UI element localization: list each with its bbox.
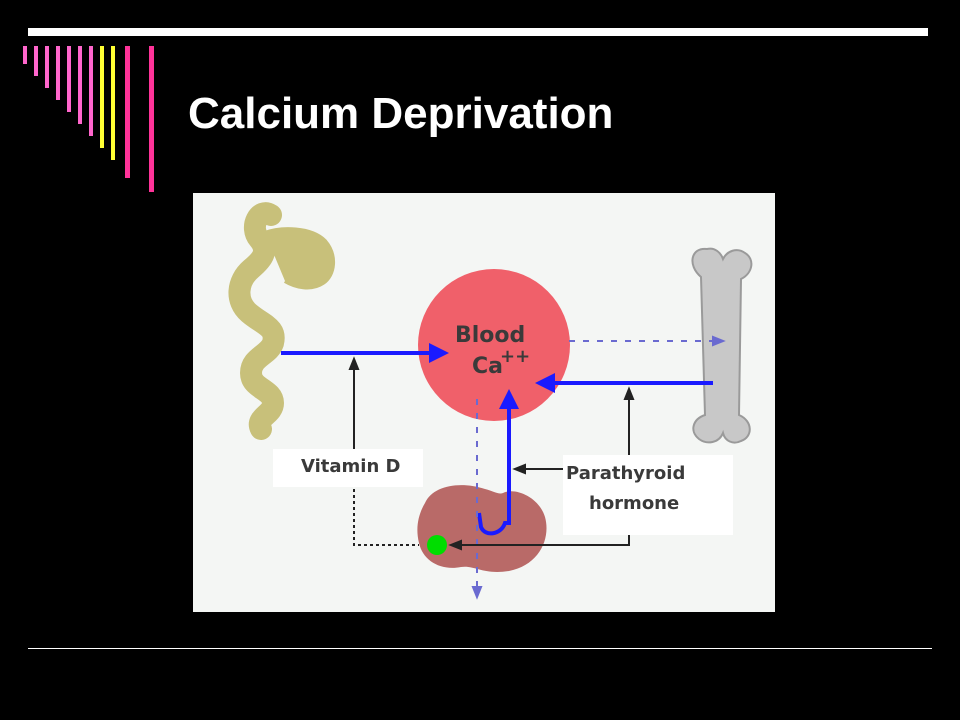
blood-circle: Blood Ca ++ (418, 269, 570, 421)
dashed-flow-arrows (471, 335, 726, 600)
stripe (89, 46, 93, 136)
pth-label-line1: Parathyroid (566, 463, 685, 484)
slide-title: Calcium Deprivation (188, 89, 614, 138)
stripe (149, 46, 154, 192)
stripe (78, 46, 82, 124)
pth-label-box (563, 455, 733, 535)
kidney-activation-dot (427, 535, 447, 555)
pth-label-line2: hormone (589, 493, 679, 514)
calcium-charge-label: ++ (500, 346, 530, 367)
stripe (67, 46, 71, 112)
stripe (56, 46, 60, 100)
calcium-regulation-diagram: Blood Ca ++ Vita (193, 193, 775, 612)
bone-icon (691, 247, 753, 444)
bottom-rule (28, 648, 932, 649)
stripe (23, 46, 27, 64)
stripe (34, 46, 38, 76)
intestine-icon (228, 202, 335, 440)
top-rule (28, 28, 928, 36)
stripe (111, 46, 115, 160)
kidney-reabsorption-arrow (477, 389, 519, 536)
blood-label: Blood (455, 323, 525, 348)
stripe (100, 46, 104, 148)
decorative-stripes (23, 46, 154, 192)
calcium-flow-arrows (281, 343, 713, 536)
vitamin-d-to-kidney-dotted-line (353, 483, 419, 546)
vitamin-d-label-box (273, 449, 423, 487)
vitamin-d-label: Vitamin D (301, 456, 400, 477)
stripe (125, 46, 130, 178)
calcium-label: Ca (472, 354, 503, 379)
stripe (45, 46, 49, 88)
